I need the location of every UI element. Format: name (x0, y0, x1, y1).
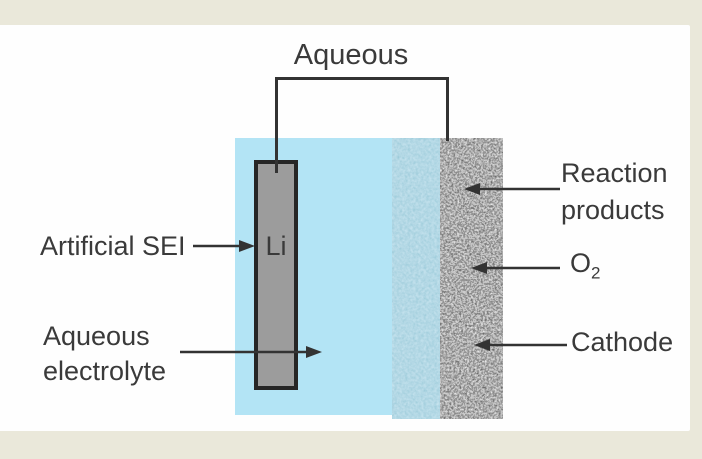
reaction-products-arrow (464, 183, 560, 195)
label-aqueous-electrolyte-line2: electrolyte (43, 356, 167, 386)
label-reaction-products: Reaction products (561, 155, 668, 229)
label-o2-base: O (570, 248, 592, 278)
cathode-arrow (474, 339, 567, 351)
bracket-line-horizontal (275, 77, 449, 80)
figure-title: Aqueous (293, 39, 409, 71)
label-o2: O2 (570, 246, 601, 283)
aqueous-electrolyte-arrow (180, 346, 322, 358)
label-reaction-products-line2: products (561, 195, 665, 225)
cathode-region (440, 138, 503, 419)
label-reaction-products-line1: Reaction (561, 158, 668, 188)
lithium-electrode-label: Li (265, 231, 287, 261)
label-aqueous-electrolyte: Aqueous electrolyte (43, 319, 166, 389)
membrane-texture-region (392, 138, 440, 419)
o2-arrow (471, 262, 560, 274)
label-cathode: Cathode (571, 327, 674, 357)
label-o2-subscript: 2 (591, 263, 601, 283)
label-aqueous-electrolyte-line1: Aqueous (43, 321, 150, 351)
artificial-sei-arrow (193, 240, 255, 252)
bracket-line-right (446, 77, 449, 141)
label-artificial-sei: Artificial SEI (40, 231, 186, 261)
bracket-line-left (275, 77, 278, 173)
